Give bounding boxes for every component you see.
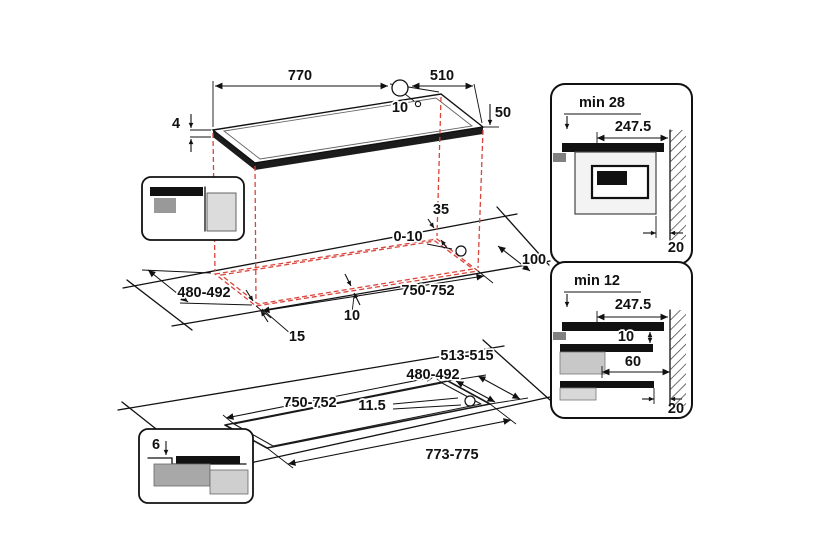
lower-board (560, 381, 654, 388)
hob-front-face (255, 127, 483, 170)
dim-hob-depth: 510 (430, 68, 454, 84)
hob-top-face (211, 93, 485, 164)
dim-flush-outer-depth: 513-515 (440, 348, 493, 364)
mount-detail-box (141, 176, 245, 241)
lower-support-block (559, 387, 597, 401)
cutout-dimensions: 750-752 480-492 15 10 35 0-10 (141, 200, 548, 347)
dim-flush-outer-width: 773-775 (425, 447, 478, 463)
hole-callout-circle (391, 79, 409, 97)
section-hob-bar (562, 143, 664, 152)
flush-detail-box: 6 (138, 428, 254, 504)
dim-bracket-offset: 35 (433, 202, 449, 218)
cabinet-profile-block (206, 192, 237, 232)
dim-rim-thickness: 4 (172, 116, 180, 132)
dim-board-inset: 60 (625, 354, 641, 370)
dim-edge-distance: 50 (495, 105, 511, 121)
dim-board-gap: 10 (618, 329, 634, 345)
dim-rebate-depth: 6 (152, 437, 160, 453)
bracket-screw-marker (455, 245, 467, 257)
hob-glass-inset-line (222, 97, 474, 160)
dim-cutout-width: 750-752 (401, 283, 454, 299)
dim-bracket-play: 0-10 (393, 229, 422, 245)
dim-hole-diameter: 10 (392, 100, 408, 116)
dim-cutout-depth: 480-492 (177, 285, 230, 301)
flush-hob-bar (176, 456, 240, 464)
top-dimensions: 770 510 10 4 50 (170, 66, 513, 152)
section-bottom-frame (550, 261, 693, 419)
section-clamp-bottom (553, 332, 566, 340)
dim-depth-to-wall-bottom: 247.5 (615, 297, 651, 313)
dim-min-clearance-top: min 28 (579, 95, 625, 111)
dim-flush-cutout-width: 750-752 (283, 395, 336, 411)
dim-depth-to-wall-top: 247.5 (615, 119, 651, 135)
drawer-front (597, 171, 627, 185)
section-hob-bar-bottom (562, 322, 664, 331)
top-isometric-view: 770 510 10 4 50 750-752 480-492 (122, 66, 551, 347)
wall-hatch-bottom (670, 310, 686, 406)
flush-cabinet-block (209, 469, 249, 495)
dim-hob-width: 770 (288, 68, 312, 84)
hob-screw-hole (414, 100, 422, 108)
cutout-outline (219, 240, 475, 305)
board-support-block (559, 351, 606, 375)
section-clamp (553, 153, 566, 162)
side-section-bottom: min 12 247.5 10 60 20 (550, 261, 693, 419)
corner-radius-marker (464, 395, 476, 407)
dim-long-side-gap: 10 (344, 308, 360, 324)
dim-short-side-gap: 15 (289, 329, 305, 345)
hob-profile-bar (150, 187, 203, 196)
worktop-profile-block (154, 198, 176, 213)
flush-rebate-outline (224, 380, 491, 449)
hob-body (211, 93, 485, 170)
dim-rear-clearance: 100 (522, 252, 546, 268)
dim-flush-cutout-depth: 480-492 (406, 367, 459, 383)
flush-mount-view: 11.5 750-752 773-775 513-515 480-492 (117, 339, 551, 479)
wall-hatch-top (670, 130, 686, 240)
dim-wall-gap-top: 20 (668, 240, 684, 256)
dim-min-clearance-bottom: min 12 (574, 273, 620, 289)
flush-dimensions: 11.5 750-752 773-775 513-515 480-492 (222, 346, 529, 469)
separator-board (560, 344, 653, 352)
flush-worktop-block (153, 463, 211, 487)
dim-corner-radius: 11.5 (358, 398, 385, 414)
hob-left-face (213, 130, 255, 170)
side-section-top: min 28 247.5 20 (550, 83, 693, 265)
